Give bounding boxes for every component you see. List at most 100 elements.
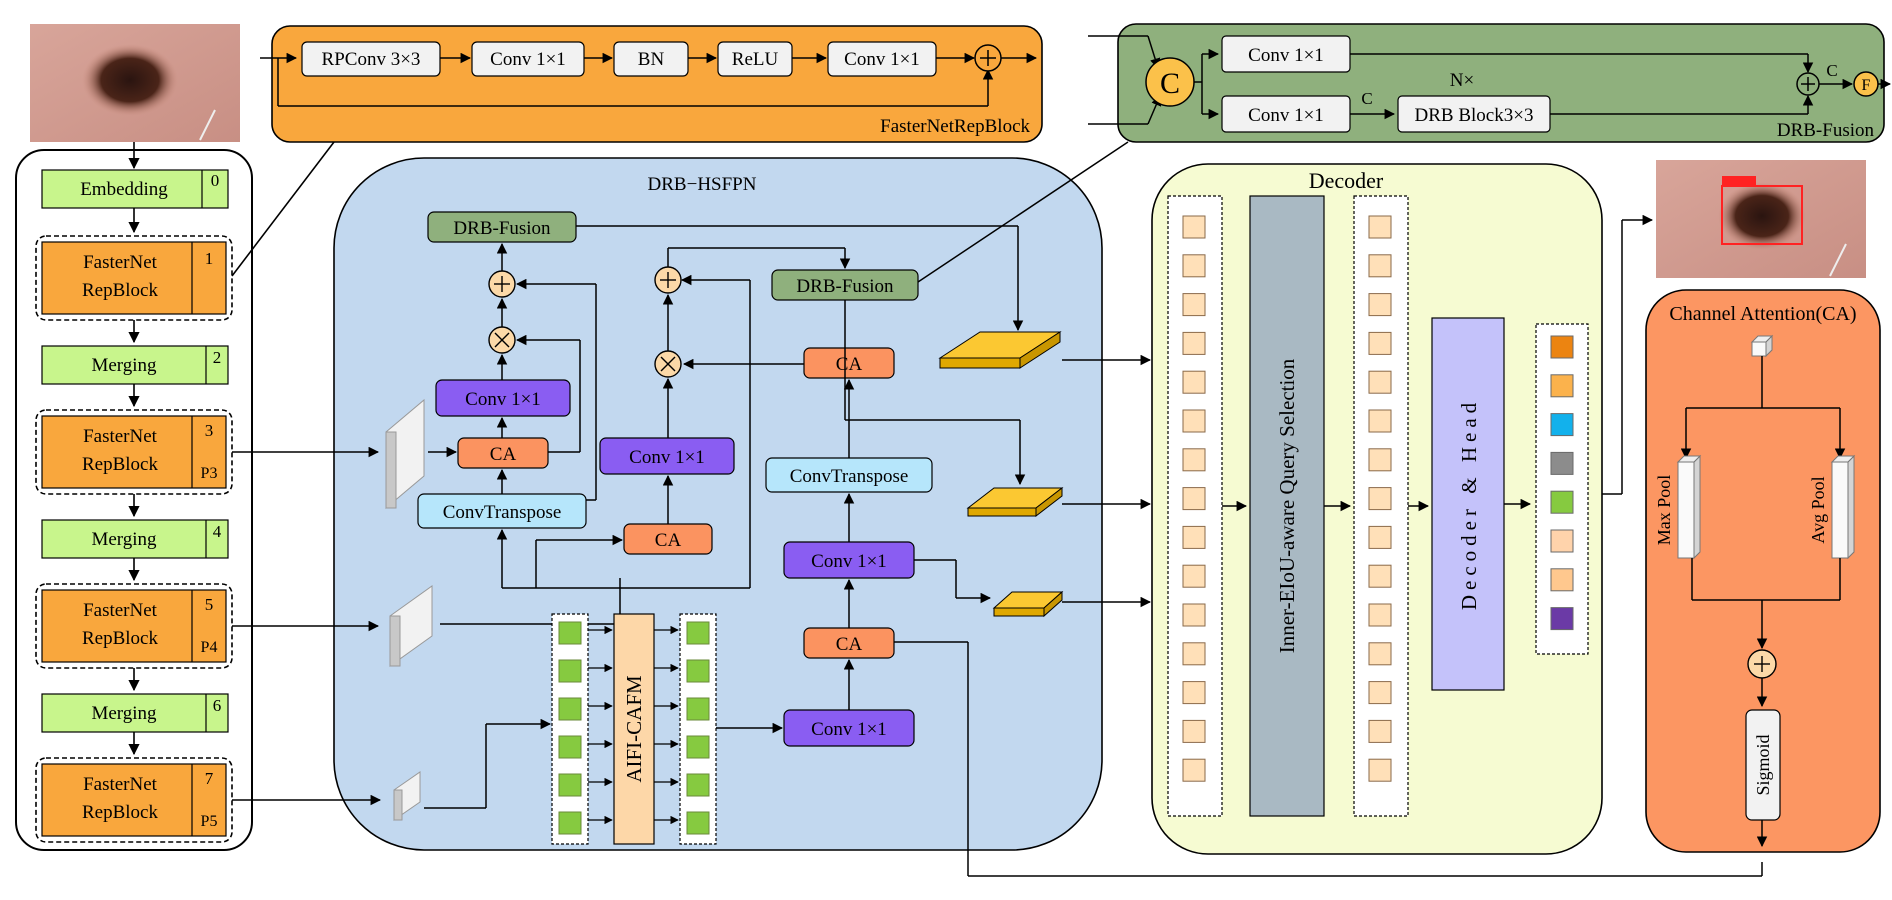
query-token <box>1182 487 1206 511</box>
svg-text:ConvTranspose: ConvTranspose <box>443 502 562 523</box>
svg-text:Conv 1×1: Conv 1×1 <box>629 447 705 468</box>
output-class-token <box>1550 568 1574 592</box>
merging-6-num: 6 <box>213 696 222 715</box>
merging-2-num: 2 <box>213 348 222 367</box>
feature-p3-slab <box>385 398 425 510</box>
svg-text:CA: CA <box>836 634 863 655</box>
stage-5-block: FasterNet RepBlock 5 P4 <box>35 583 233 669</box>
query-token <box>1368 370 1392 394</box>
query-token <box>1182 642 1206 666</box>
stage-3-line2: RepBlock <box>82 454 158 475</box>
embedding-block: Embedding 0 <box>41 169 229 209</box>
stage-7-block: FasterNet RepBlock 7 P5 <box>35 757 233 843</box>
query-token <box>1182 409 1206 433</box>
query-token <box>1368 525 1392 549</box>
query-selection-block: Inner-EIoU-aware Query Selection <box>1249 195 1325 817</box>
output-class-token <box>1550 529 1574 553</box>
hsfpn-mul-1-icon <box>488 326 516 354</box>
repblock-op-3: BN <box>638 49 665 70</box>
fusion-conv-bottom: Conv 1×1 <box>1248 105 1324 126</box>
repblock-title: FasterNetRepBlock <box>880 116 1030 137</box>
stage-5-num: 5 <box>205 595 214 614</box>
query-token <box>1182 331 1206 355</box>
hsfpn-ca-4: CA <box>803 627 895 659</box>
query-token <box>1182 758 1206 782</box>
svg-text:Inner-EIoU-aware Query Selecti: Inner-EIoU-aware Query Selection <box>1275 358 1299 653</box>
query-token <box>1368 603 1392 627</box>
fusion-f-label: F <box>1862 77 1871 94</box>
query-token <box>1368 448 1392 472</box>
svg-text:DRB-Fusion: DRB-Fusion <box>453 218 551 239</box>
stage-7-line2: RepBlock <box>82 802 158 823</box>
svg-text:AIFI-CAFM: AIFI-CAFM <box>622 675 646 783</box>
fusion-concat: C <box>1160 67 1180 100</box>
ca-detail-panel: Channel Attention(CA) <box>1645 289 1881 853</box>
hsfpn-ca-1: CA <box>457 437 549 469</box>
embedding-label: Embedding <box>80 179 168 200</box>
ca-add-icon <box>1747 649 1777 679</box>
query-token <box>1368 642 1392 666</box>
output-class-token <box>1550 374 1574 398</box>
query-token <box>1368 293 1392 317</box>
hsfpn-ca-2: CA <box>623 523 713 555</box>
avgpool-bar: Avg Pool <box>1808 454 1856 560</box>
fusion-n-label: N× <box>1450 70 1474 91</box>
merging-2-label: Merging <box>91 355 157 376</box>
aifi-output-tokens <box>679 613 717 845</box>
hsfpn-add-1-icon <box>488 270 516 298</box>
hsfpn-conv-2: Conv 1×1 <box>599 437 735 475</box>
decoder-title: Decoder <box>1309 168 1384 193</box>
query-token <box>1182 293 1206 317</box>
merging-6-label: Merging <box>91 703 157 724</box>
merging-4-block: Merging 4 <box>41 519 229 559</box>
stage-5-line1: FasterNet <box>83 600 158 621</box>
repblock-op-4: ReLU <box>732 49 779 70</box>
fusion-c-label: C <box>1361 89 1372 108</box>
sigmoid-block: Sigmoid <box>1745 709 1781 821</box>
repblock-op-2: Conv 1×1 <box>490 49 566 70</box>
aifi-input-tokens <box>551 613 589 845</box>
svg-text:Decoder & Head: Decoder & Head <box>1457 398 1481 610</box>
svg-text:ConvTranspose: ConvTranspose <box>790 466 909 487</box>
output-class-token <box>1550 451 1574 475</box>
input-image <box>30 24 240 142</box>
query-token <box>1182 525 1206 549</box>
hsfpn-conv-1: Conv 1×1 <box>435 379 571 417</box>
hsfpn-conv-4: Conv 1×1 <box>783 709 915 747</box>
hsfpn-conv-3: Conv 1×1 <box>783 541 915 579</box>
fusion-drb: DRB Block3×3 <box>1415 105 1534 126</box>
avgpool-label: Avg Pool <box>1808 476 1828 543</box>
svg-text:DRB-Fusion: DRB-Fusion <box>796 276 894 297</box>
hsfpn-panel: DRB−HSFPN <box>333 157 1103 851</box>
embedding-num: 0 <box>211 171 220 190</box>
query-token <box>1368 331 1392 355</box>
query-token <box>1182 370 1206 394</box>
hsfpn-title: DRB−HSFPN <box>648 174 757 195</box>
stage-7-p: P5 <box>201 813 218 830</box>
feature-p5-slab <box>393 771 421 821</box>
stage-3-line1: FasterNet <box>83 426 158 447</box>
maxpool-bar: Max Pool <box>1654 454 1702 560</box>
feature-p4-slab <box>389 585 433 667</box>
hsfpn-fusion-1: DRB-Fusion <box>427 211 577 243</box>
query-token <box>1368 719 1392 743</box>
stage-1-block: FasterNet RepBlock 1 <box>35 235 233 321</box>
decoder-head-block: Decoder & Head <box>1431 317 1505 691</box>
output-class-token <box>1550 335 1574 359</box>
merging-4-label: Merging <box>91 529 157 550</box>
stage-5-line2: RepBlock <box>82 628 158 649</box>
aifi-cafm-block: AIFI-CAFM <box>613 613 655 845</box>
hsfpn-mul-2-icon <box>654 350 682 378</box>
query-token <box>1182 681 1206 705</box>
query-token <box>1182 564 1206 588</box>
query-token <box>1368 758 1392 782</box>
query-token <box>1182 448 1206 472</box>
query-token <box>1368 564 1392 588</box>
output-class-token <box>1550 413 1574 437</box>
fusion-c-label-2: C <box>1826 61 1837 80</box>
query-token <box>1182 603 1206 627</box>
stage-1-line2: RepBlock <box>82 280 158 301</box>
query-token <box>1182 215 1206 239</box>
fusion-conv-top: Conv 1×1 <box>1248 45 1324 66</box>
stage-7-line1: FasterNet <box>83 774 158 795</box>
